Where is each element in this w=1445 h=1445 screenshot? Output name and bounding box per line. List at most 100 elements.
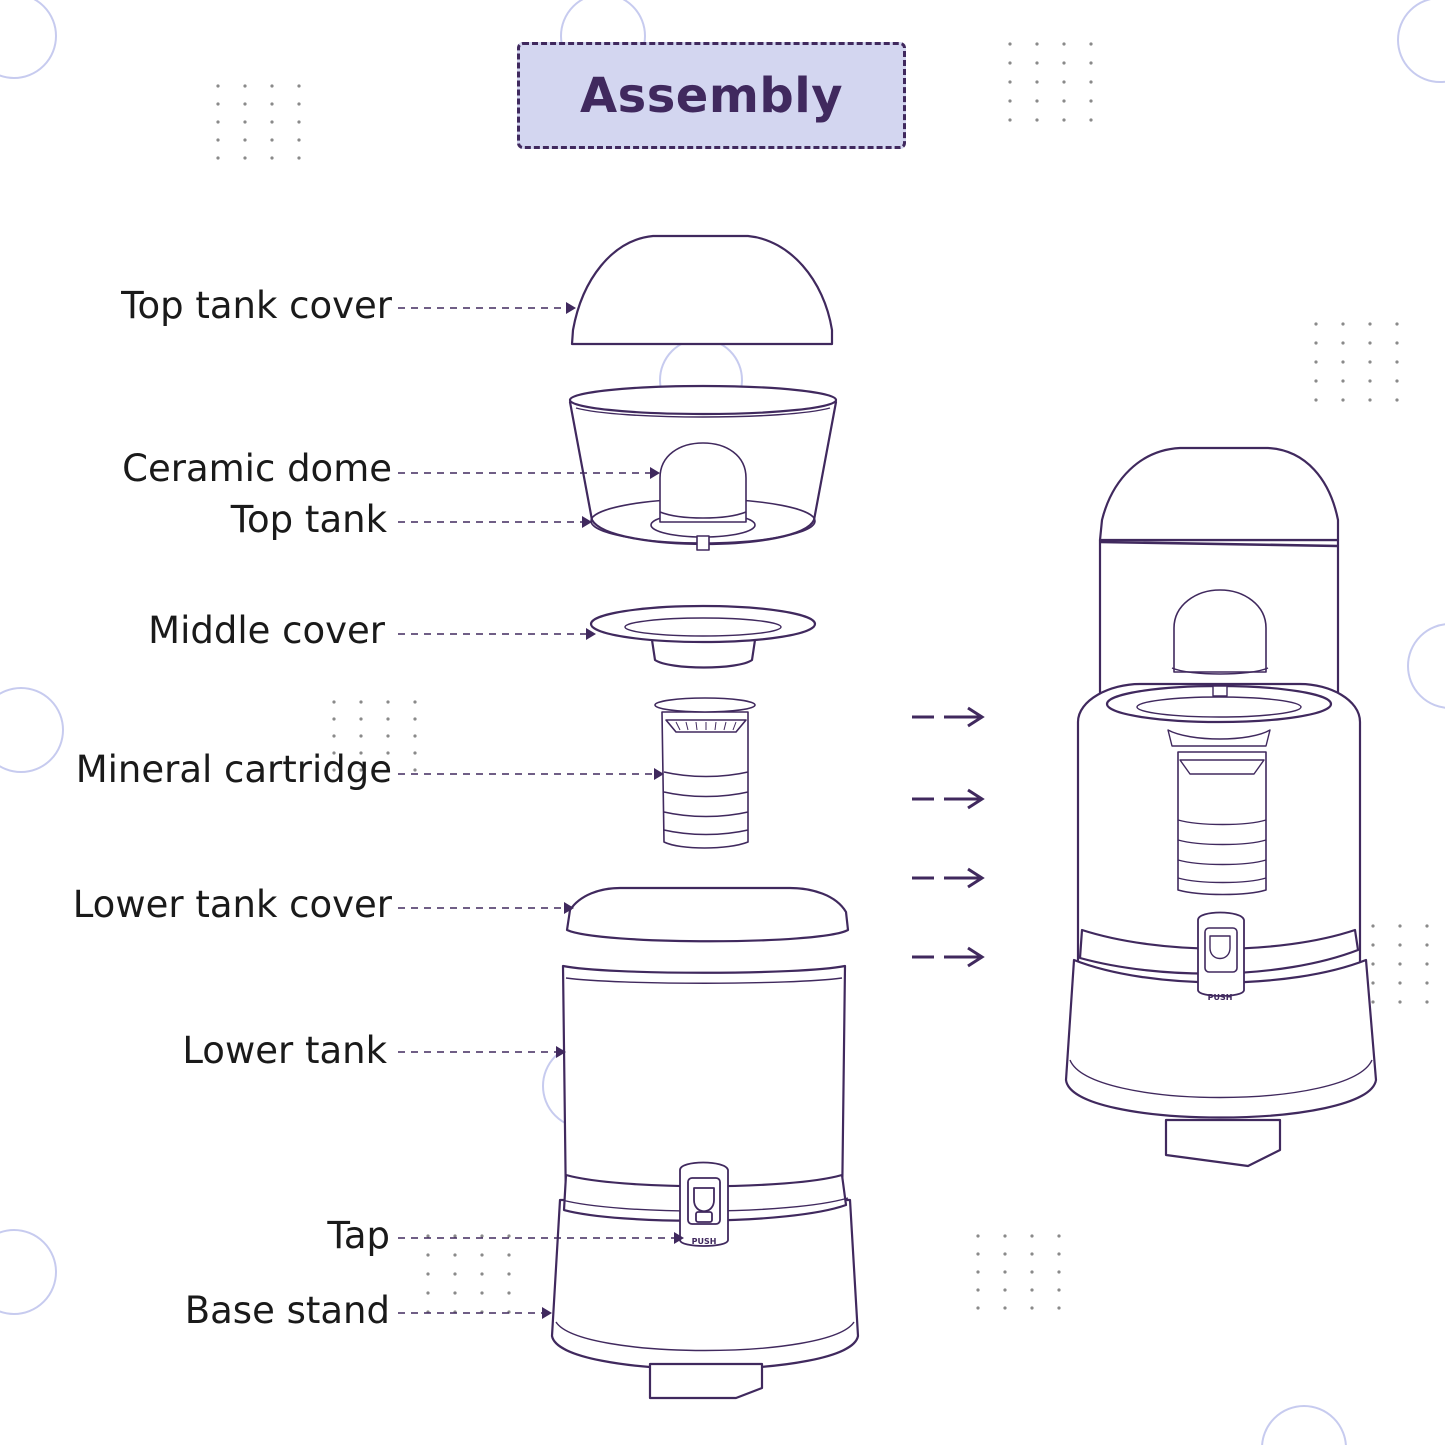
decor-dot [1395, 322, 1399, 326]
decor-dot [1368, 322, 1372, 326]
decor-dot [1425, 924, 1429, 928]
decor-dot [1062, 42, 1066, 46]
decor-dot [507, 1253, 511, 1257]
lower-tank-cover-shape [565, 886, 850, 943]
decor-dot [1089, 61, 1093, 65]
decor-dot [332, 700, 336, 704]
decor-dot [413, 751, 417, 755]
assembled-tap-push-text: PUSH [1208, 993, 1233, 1002]
decor-dot [426, 1272, 430, 1276]
label-mineral-cartridge: Mineral cartridge [75, 748, 392, 791]
decor-dot [359, 734, 363, 738]
tap-shape: PUSH [679, 1161, 729, 1247]
decor-dot [1089, 42, 1093, 46]
decor-dot [507, 1272, 511, 1276]
decor-circle [1407, 623, 1445, 709]
decor-dot [1062, 80, 1066, 84]
decor-dot [386, 751, 390, 755]
top-tank-cover-shape [570, 234, 834, 346]
label-lower-tank-cover: Lower tank cover [72, 883, 392, 926]
decor-dot [1057, 1252, 1061, 1256]
decor-dot [359, 751, 363, 755]
decor-dot [243, 102, 247, 106]
assembled-cartridge [1177, 751, 1267, 896]
decor-dot [1398, 981, 1402, 985]
decor-dot [1030, 1306, 1034, 1310]
decor-dot [1395, 360, 1399, 364]
decor-dot [976, 1270, 980, 1274]
label-base-stand: Base stand [184, 1289, 390, 1332]
assembled-top-cover [1098, 446, 1340, 542]
decor-dot [216, 102, 220, 106]
decor-dot [386, 717, 390, 721]
decor-dot [386, 734, 390, 738]
decor-dot [1089, 99, 1093, 103]
decor-dot [1035, 118, 1039, 122]
decor-dot [1314, 360, 1318, 364]
decor-dot [1341, 341, 1345, 345]
decor-dot [1395, 398, 1399, 402]
decor-dot [976, 1252, 980, 1256]
decor-dot [1314, 341, 1318, 345]
decor-dot [243, 84, 247, 88]
decor-dot [1089, 118, 1093, 122]
label-top-tank-cover: Top tank cover [121, 284, 392, 327]
decor-dot [1008, 99, 1012, 103]
label-lower-tank: Lower tank [182, 1029, 387, 1072]
decor-dot [1035, 80, 1039, 84]
assembly-arrow [912, 788, 985, 810]
decor-dot [480, 1272, 484, 1276]
decor-dot [297, 156, 301, 160]
decor-dot [1062, 118, 1066, 122]
decor-dot [976, 1306, 980, 1310]
decor-dot [1314, 398, 1318, 402]
decor-dot [243, 156, 247, 160]
decor-dot [480, 1253, 484, 1257]
decor-dot [426, 1253, 430, 1257]
decor-dot [1371, 1000, 1375, 1004]
decor-dot [1030, 1288, 1034, 1292]
decor-dot [332, 768, 336, 772]
decor-dot [1062, 61, 1066, 65]
assembly-arrow [912, 946, 985, 968]
exploded-parts: PUSH [550, 234, 1378, 1400]
decor-dot [1425, 943, 1429, 947]
decor-dot [216, 120, 220, 124]
decor-dot [453, 1253, 457, 1257]
decor-dot [1398, 962, 1402, 966]
leader-arrowheads [542, 302, 684, 1319]
decor-dot [1341, 398, 1345, 402]
decor-dot [1368, 398, 1372, 402]
decor-dot [1008, 80, 1012, 84]
decor-dot [1371, 943, 1375, 947]
decor-dot [1089, 80, 1093, 84]
decor-dot [1062, 99, 1066, 103]
decor-dot [1003, 1252, 1007, 1256]
title-banner: Assembly [517, 42, 906, 149]
decor-dot [1314, 379, 1318, 383]
decor-dot [1035, 42, 1039, 46]
decor-dot [1371, 962, 1375, 966]
decor-dot [453, 1272, 457, 1276]
decor-dot [453, 1234, 457, 1238]
decor-dot [413, 768, 417, 772]
decor-dot [1314, 322, 1318, 326]
decor-dot [216, 156, 220, 160]
decor-dot [413, 734, 417, 738]
decor-dot [332, 751, 336, 755]
page-title: Assembly [580, 67, 843, 124]
decor-dot [359, 700, 363, 704]
decor-dot [1368, 360, 1372, 364]
decor-circle [0, 0, 57, 79]
decor-dot [1398, 1000, 1402, 1004]
assembly-arrow [912, 867, 985, 889]
decor-dot [413, 700, 417, 704]
middle-cover-shape [589, 604, 817, 669]
assembled-base [1064, 958, 1378, 1119]
decor-dot [1035, 99, 1039, 103]
decor-dot [1368, 379, 1372, 383]
decor-dot [480, 1291, 484, 1295]
decor-dot [297, 84, 301, 88]
assembly-arrows [912, 706, 985, 968]
